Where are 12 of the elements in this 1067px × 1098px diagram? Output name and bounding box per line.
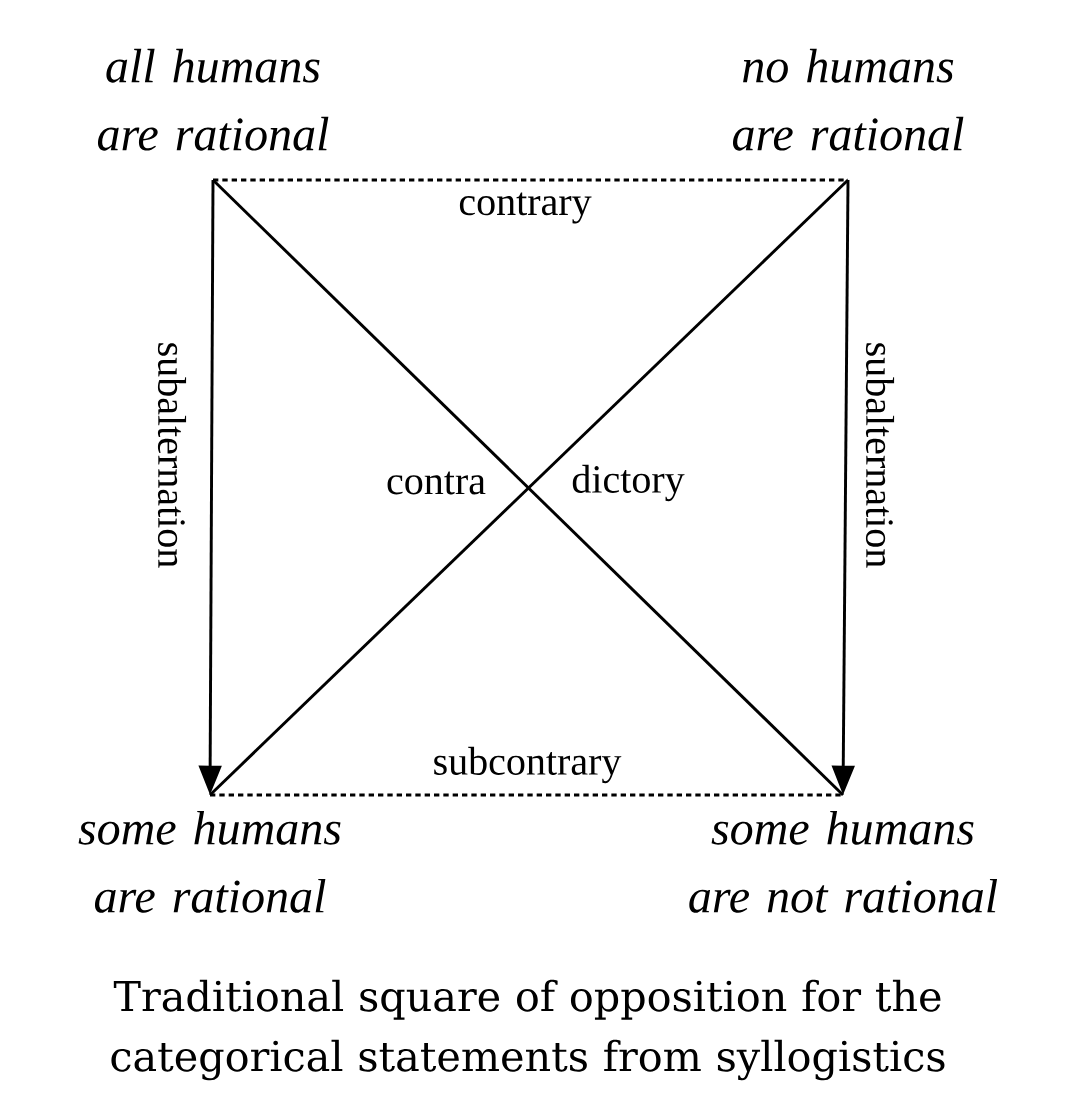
statement-text: no humans are rational <box>733 48 964 151</box>
statement-text: some humans are rational <box>78 811 341 913</box>
edge-label: subalternation <box>156 340 188 570</box>
edge-label: subcontrary <box>431 745 623 785</box>
statement-text: some humans are not rational <box>689 811 998 913</box>
diagonal-label: dictory <box>570 463 686 503</box>
edge-label: subalternation <box>864 340 896 570</box>
connector-line <box>210 793 843 797</box>
diagonal-label: contra <box>384 470 488 496</box>
caption: Traditional square of opposition for the categorical statements from syllogistics <box>111 979 945 1081</box>
edge-label: contrary <box>457 191 593 225</box>
statement-text: all humans are rational <box>98 48 329 151</box>
